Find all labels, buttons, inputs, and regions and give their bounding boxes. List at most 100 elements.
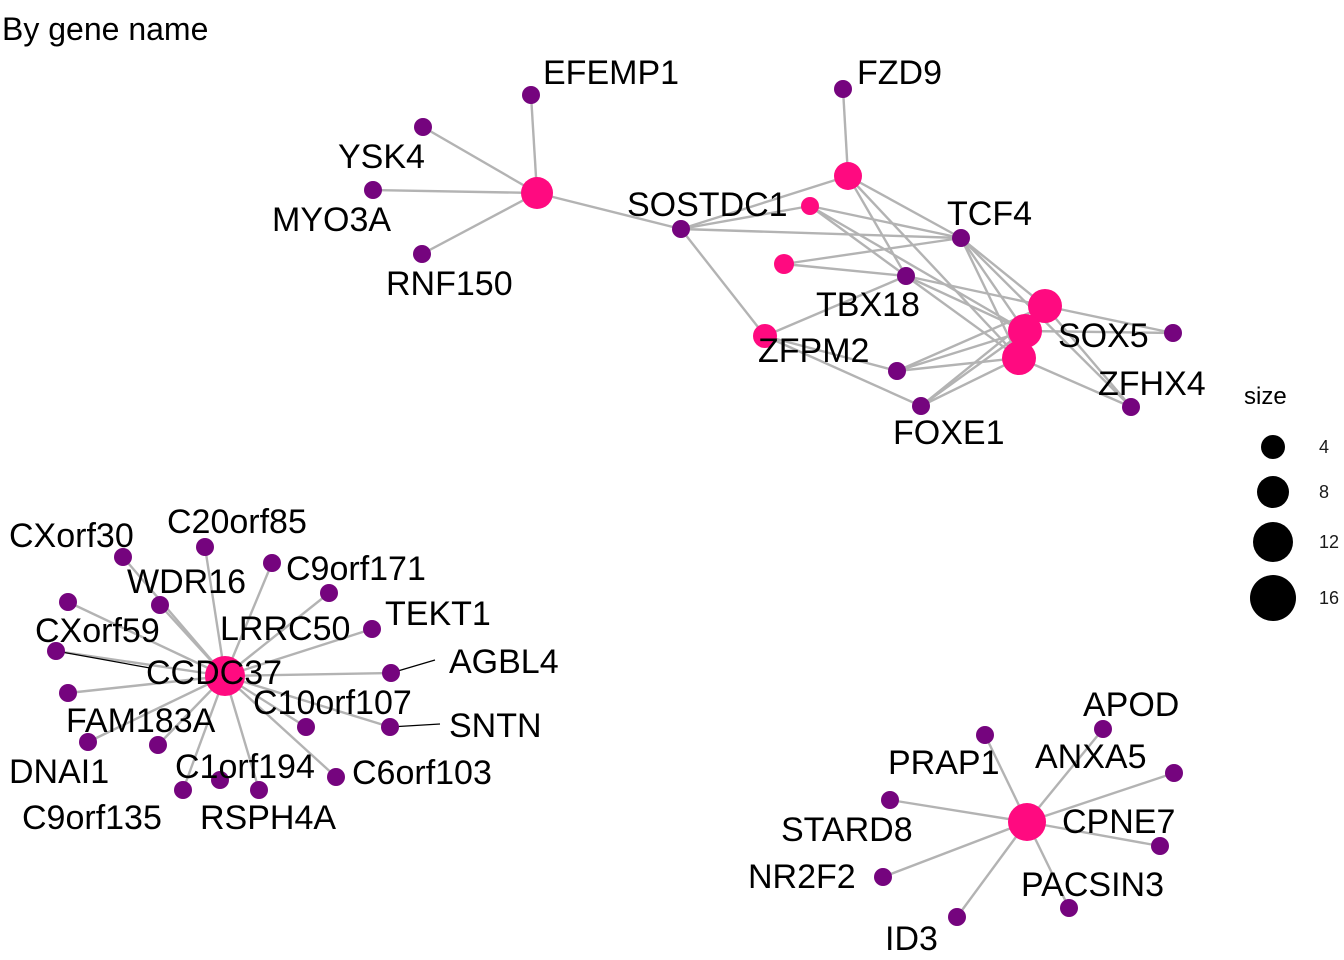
gene-label-stard8: STARD8 xyxy=(781,811,913,849)
gene-node-tbx18 xyxy=(897,267,915,285)
edge xyxy=(1026,820,1161,848)
gene-labels: EFEMP1YSK4MYO3ARNF150SOSTDC1FZD9TCF4TBX1… xyxy=(9,54,1206,958)
gene-node-cpne7 xyxy=(1151,837,1169,855)
gene-label-c1orf194: C1orf194 xyxy=(175,748,315,786)
gene-label-c9orf135: C9orf135 xyxy=(22,799,162,837)
edge xyxy=(847,175,1020,359)
edge xyxy=(223,562,274,677)
gene-node-rsph4a xyxy=(250,781,268,799)
gene-node-anxa5 xyxy=(1165,764,1183,782)
gene-label-ysk4: YSK4 xyxy=(338,138,425,176)
edge xyxy=(809,204,962,240)
gene-label-tbx18: TBX18 xyxy=(816,286,920,324)
edge xyxy=(67,600,226,678)
gene-label-myo3a: MYO3A xyxy=(272,201,391,239)
pathway-node xyxy=(521,177,553,209)
legend-size-dot xyxy=(1261,435,1285,459)
edge xyxy=(536,191,682,231)
edge xyxy=(764,274,907,338)
pathway-node xyxy=(1008,314,1042,348)
gene-label-cxorf30: CXorf30 xyxy=(9,517,134,555)
edge xyxy=(1026,771,1175,824)
edge xyxy=(224,675,337,778)
gene-label-fzd9: FZD9 xyxy=(857,54,942,92)
figure-title: By gene name xyxy=(2,11,208,47)
gene-label-apod: APOD xyxy=(1083,686,1179,724)
label-leader-line xyxy=(55,650,151,669)
edge xyxy=(959,237,1021,359)
edge xyxy=(1044,305,1132,408)
gene-label-prap1: PRAP1 xyxy=(888,744,1000,782)
gene-node-c20orf85 xyxy=(196,538,214,556)
legend-size-label: 12 xyxy=(1319,532,1339,552)
gene-label-c6orf103: C6orf103 xyxy=(352,754,492,792)
gene-node-apod xyxy=(1094,720,1112,738)
edge xyxy=(680,174,849,231)
gene-label-tcf4: TCF4 xyxy=(947,195,1032,233)
gene-node-prap1 xyxy=(976,726,994,744)
gene-node-id3 xyxy=(948,908,966,926)
edge xyxy=(529,94,539,194)
gene-label-nr2f2: NR2F2 xyxy=(748,858,856,896)
gene-label-ccdc37: CCDC37 xyxy=(146,654,282,692)
gene-node-fzd9 xyxy=(834,80,852,98)
pathway-node xyxy=(834,162,862,190)
gene-node-nr2f2 xyxy=(874,868,892,886)
edge xyxy=(920,330,1026,407)
edge xyxy=(764,334,898,373)
gene-node-zfhx4 xyxy=(1122,398,1140,416)
edge xyxy=(920,356,1020,408)
edge xyxy=(896,356,1020,373)
edge xyxy=(87,674,226,744)
gene-node-fam183a xyxy=(149,736,167,754)
gene-node-c9orf135 xyxy=(174,781,192,799)
edge xyxy=(905,274,1046,308)
edge xyxy=(956,821,1028,918)
gene-label-c9orf171: C9orf171 xyxy=(286,550,426,588)
legend-size-dot xyxy=(1253,522,1293,562)
gene-label-dnai1: DNAI1 xyxy=(9,753,109,791)
gene-node-ysk4 xyxy=(414,118,432,136)
edge xyxy=(847,174,962,240)
gene-label-tekt1: TEKT1 xyxy=(385,595,491,633)
gene-node-tcf4 xyxy=(952,229,970,247)
gene-node-agbl4 xyxy=(382,664,400,682)
gene-label-efemp1: EFEMP1 xyxy=(543,54,679,92)
edge xyxy=(809,204,1026,333)
edge xyxy=(1018,356,1132,409)
gene-node-g1 xyxy=(47,642,65,660)
gene-node-zfpm2 xyxy=(888,362,906,380)
edge xyxy=(224,592,330,677)
legend-size-dot xyxy=(1250,575,1296,621)
pathway-node xyxy=(1028,289,1062,323)
gene-node-pacsin3 xyxy=(1060,899,1078,917)
edge xyxy=(203,546,227,677)
edge xyxy=(960,237,1026,332)
edge xyxy=(1026,728,1104,823)
gene-node-sntn xyxy=(381,718,399,736)
edge xyxy=(224,627,373,678)
gene-node-rnf150 xyxy=(413,245,431,263)
legend-size-label: 16 xyxy=(1319,588,1339,608)
gene-label-fam183a: FAM183A xyxy=(66,702,216,740)
legend-size-label: 8 xyxy=(1319,482,1329,502)
gene-label-pacsin3: PACSIN3 xyxy=(1021,866,1164,904)
gene-node-c10orf107 xyxy=(297,718,315,736)
gene-label-agbl4: AGBL4 xyxy=(449,643,559,681)
gene-node-dnai1 xyxy=(79,733,97,751)
edge xyxy=(67,674,226,695)
legend-size-label: 4 xyxy=(1319,437,1329,457)
gene-label-lrrc50: LRRC50 xyxy=(220,610,350,648)
gene-label-c20orf85: C20orf85 xyxy=(167,503,307,541)
edge xyxy=(680,204,811,231)
gene-label-id3: ID3 xyxy=(885,920,938,958)
edge xyxy=(960,237,1046,307)
gene-node-c6orf103 xyxy=(327,768,345,786)
edge xyxy=(905,274,1026,333)
edge xyxy=(783,262,907,278)
edge xyxy=(224,674,391,729)
gene-label-anxa5: ANXA5 xyxy=(1035,738,1147,776)
edge xyxy=(783,236,962,266)
gene-label-sostdc1: SOSTDC1 xyxy=(627,186,788,224)
gene-label-cpne7: CPNE7 xyxy=(1062,803,1175,841)
